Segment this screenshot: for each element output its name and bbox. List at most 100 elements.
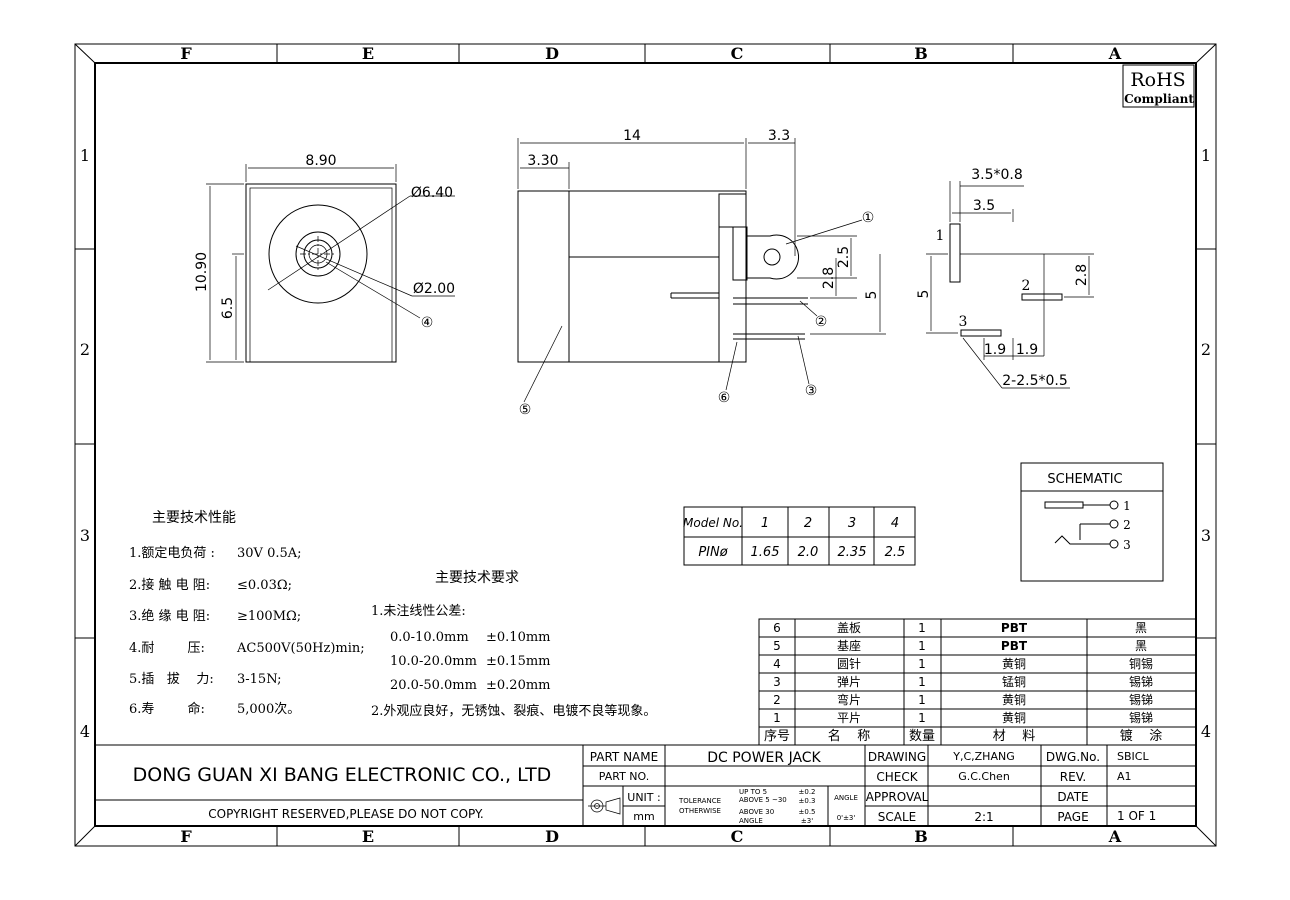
unit-label: UNIT : (627, 791, 660, 804)
schematic-box: SCHEMATIC 1 2 3 (1020, 462, 1164, 582)
model-header: 3 (848, 516, 856, 531)
model-cell: 2.5 (885, 545, 906, 560)
model-header: 1 (761, 516, 769, 531)
callout-3: ③ (805, 383, 818, 399)
row-labels: 1 2 3 4 1 2 3 4 (80, 146, 1211, 741)
callout-5: ⑤ (519, 402, 532, 418)
tol-range: ANGLE (739, 817, 763, 825)
callout-6: ⑥ (718, 390, 731, 406)
schematic-pin-3: 3 (1123, 538, 1131, 552)
drawing-by: Y,C,ZHANG (952, 750, 1014, 763)
callout-4: ④ (421, 315, 434, 331)
spec-value: 5,000次。 (237, 701, 300, 717)
requirements-line-2: 2.外观应良好，无锈蚀、裂痕、电镀不良等现象。 (371, 703, 656, 719)
rohs-title: RoHS (1130, 69, 1185, 91)
spec-label: 3.绝 缘 电 阻: (129, 608, 210, 624)
bom-header: 数量 (909, 729, 935, 744)
tolerance-label: OTHERWISE (679, 807, 721, 815)
page-label: PAGE (1057, 810, 1088, 824)
bom-cell: 锡锑 (1129, 710, 1153, 725)
rev-value: A1 (1117, 770, 1132, 783)
dim-h3: 5 (864, 291, 880, 300)
dim-pin-length: 3.5 (973, 198, 995, 214)
spec-value: AC500V(50Hz)min; (236, 641, 365, 656)
spec-value: ≥100MΩ; (237, 609, 301, 624)
bom-cell: 黑 (1135, 639, 1147, 653)
col-label-top: E (362, 44, 374, 63)
dim-space-1: 1.9 (984, 342, 1006, 358)
row-label-right: 3 (1201, 526, 1211, 545)
dwg-label: DWG.No. (1046, 750, 1100, 764)
dim-rear: 3.3 (768, 128, 790, 144)
bom-cell: 1 (918, 621, 926, 635)
spec-label: 1.额定电负荷 : (129, 546, 215, 561)
schematic-title: SCHEMATIC (1047, 472, 1122, 487)
row-label-right: 4 (1201, 722, 1211, 741)
model-header: 2 (804, 516, 812, 531)
tolerance-value: ±0.15mm (486, 654, 551, 669)
sheet-frame (74, 43, 1217, 847)
tolerance-range: 10.0-20.0mm (390, 654, 477, 669)
bom-cell: 1 (918, 657, 926, 671)
dim-front: 3.30 (527, 153, 558, 169)
requirements-line-1: 1.未注线性公差: (371, 604, 466, 619)
row-label-left: 2 (80, 340, 90, 359)
dim-pin-dia: Ø2.00 (413, 281, 455, 297)
date-label: DATE (1057, 790, 1088, 804)
pin-view: 3.5*0.8 3.5 5 2.8 1.9 1.9 2-2.5*0.5 1 2 … (916, 167, 1094, 389)
col-label-top: F (180, 44, 192, 63)
bom-cell: 平片 (837, 711, 861, 725)
bom-cell: 锡锑 (1129, 674, 1153, 689)
requirements-title: 主要技术要求 (435, 570, 519, 586)
tolerance-value: ±0.10mm (486, 630, 551, 645)
bom-cell: 1 (773, 711, 781, 725)
tol-value: ±3' (801, 817, 813, 825)
title-block: DONG GUAN XI BANG ELECTRONIC CO., LTD CO… (95, 744, 1196, 826)
tolerance-range: 20.0-50.0mm (390, 678, 477, 693)
col-label-bottom: F (180, 827, 192, 846)
dim-height: 10.90 (194, 252, 210, 292)
check-label: CHECK (876, 770, 918, 784)
bom-table: 6 盖板 1 PBT 黑 5 基座 1 PBT 黑 4 圆针 1 黄铜 铜锡 3… (758, 618, 1197, 746)
col-label-bottom: A (1108, 827, 1122, 846)
col-label-top: D (545, 44, 559, 63)
bom-header: 镀 涂 (1120, 728, 1163, 744)
spec-label: 4.耐 压: (129, 641, 205, 656)
col-label-top: C (731, 44, 744, 63)
model-header: Model No. (683, 516, 743, 530)
bom-cell: 5 (773, 639, 781, 653)
model-table: Model No. 1 2 3 4 PINø 1.65 2.0 2.35 2.5 (683, 506, 916, 566)
spec-value: 30V 0.5A; (237, 546, 302, 561)
page-value: 1 OF 1 (1117, 809, 1156, 823)
part-name-label: PART NAME (590, 750, 658, 764)
bom-cell: 黄铜 (1002, 656, 1026, 671)
bom-cell: 黄铜 (1002, 710, 1026, 725)
col-label-bottom: D (545, 827, 559, 846)
column-labels: F E D C B A F E D C B A (180, 44, 1121, 846)
col-label-bottom: B (914, 827, 928, 846)
schematic-pin-1: 1 (1123, 499, 1131, 513)
part-no-label: PART NO. (599, 770, 649, 783)
requirements-section: 主要技术要求 1.未注线性公差: 0.0-10.0mm ±0.10mm 10.0… (371, 570, 656, 719)
spec-label: 6.寿 命: (129, 701, 205, 717)
dim-h2: 2.8 (821, 267, 837, 289)
bom-header: 名 称 (828, 728, 871, 744)
bom-cell: 黑 (1135, 621, 1147, 635)
bom-cell: 盖板 (837, 621, 861, 635)
specs-title: 主要技术性能 (152, 510, 236, 526)
bom-cell: 锡锑 (1129, 692, 1153, 707)
bom-cell: 6 (773, 621, 781, 635)
schematic-pin-2: 2 (1123, 518, 1131, 532)
row-label-left: 3 (80, 526, 90, 545)
projection-symbol-icon (588, 797, 621, 815)
bom-cell: 锰铜 (1002, 674, 1026, 689)
approval-label: APPROVAL (866, 790, 929, 804)
tolerance-value: ±0.20mm (486, 678, 551, 693)
dim-center-height: 6.5 (220, 297, 236, 319)
angle-value: 0'±3' (837, 814, 856, 822)
spec-value: 3-15N; (237, 672, 282, 687)
bom-cell: 1 (918, 639, 926, 653)
scale-value: 2:1 (974, 810, 993, 824)
bom-cell: 1 (918, 675, 926, 689)
